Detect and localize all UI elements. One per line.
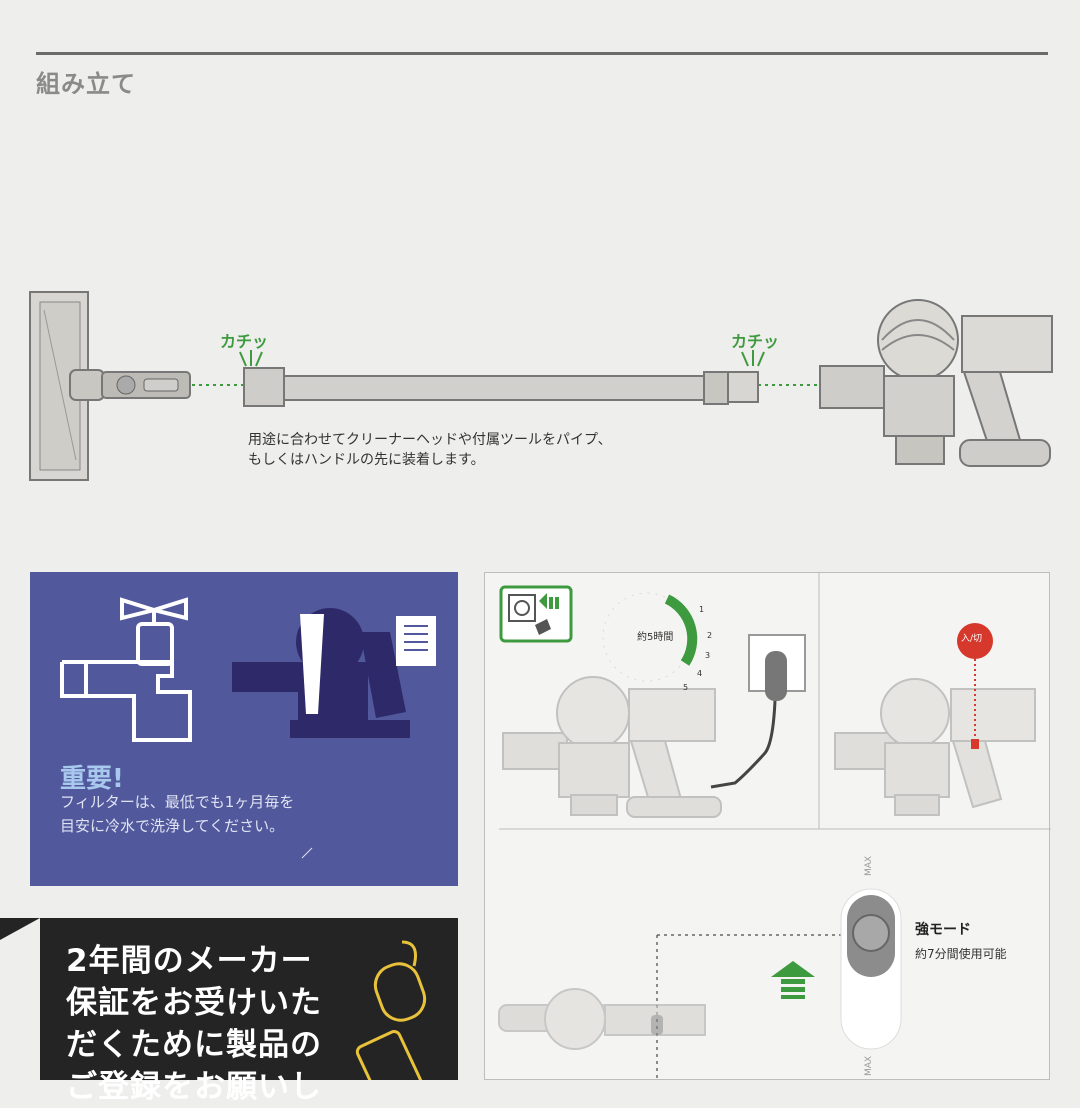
charging-panel: 約5時間 1 2 3 4 5 入/切 MAX MAX 強モード 約7分間使用可能 <box>484 572 1051 1081</box>
top-rule <box>36 52 1048 55</box>
cleaner-head-illustration <box>29 291 191 481</box>
extension-pipe-illustration <box>243 367 759 407</box>
important-line-2: 目安に冷水で洗浄してください。 <box>60 817 285 835</box>
warranty-panel: 2年間のメーカー 保証をお受けいた だくために製品の ご登録をお願いし <box>0 918 458 1105</box>
clock-number-5: 5 <box>683 683 689 692</box>
registration-illustration <box>0 918 427 1080</box>
assembly-illustration <box>29 291 1053 481</box>
switch-label: 入/切 <box>961 634 983 644</box>
mode-switch-icon <box>840 888 902 1050</box>
phone-icon <box>355 1030 427 1080</box>
mode-title: 強モード <box>915 922 971 938</box>
handheld-silhouette-icon <box>232 608 436 738</box>
assembly-caption-line-2: もしくはハンドルの先に装着します。 <box>248 452 485 468</box>
section-title: 組み立て <box>36 70 136 98</box>
max-label-bottom: MAX <box>864 1055 875 1077</box>
charge-hours-label: 約5時間 <box>637 632 674 643</box>
filter-wash-illustration <box>60 597 436 859</box>
clock-number-2: 2 <box>707 631 713 640</box>
mouse-icon <box>373 940 427 1022</box>
charging-illustration <box>498 573 1051 1081</box>
wall-plug-icon <box>499 585 573 643</box>
important-text: フィルターは、最低でも1ヶ月毎を 目安に冷水で洗浄してください。 <box>60 790 294 838</box>
outlet-icon <box>710 634 806 789</box>
click-label-right: カチッ <box>731 332 780 351</box>
clock-number-3: 3 <box>705 651 711 660</box>
faucet-icon <box>60 597 192 742</box>
clock-number-1: 1 <box>699 605 705 614</box>
max-label-top: MAX <box>864 855 875 877</box>
click-label-left: カチッ <box>220 332 269 351</box>
handheld-bottom-illustration <box>498 988 706 1050</box>
clock-number-4: 4 <box>697 669 703 678</box>
arrow-up-icon <box>771 961 815 999</box>
warranty-text: 2年間のメーカー 保証をお受けいた だくために製品の ご登録をお願いし <box>66 940 322 1108</box>
handheld-unit-illustration <box>819 299 1053 467</box>
warranty-line-4: ご登録をお願いし <box>66 1069 322 1105</box>
mode-subtitle: 約7分間使用可能 <box>915 947 1007 961</box>
warranty-line-3: だくために製品の <box>66 1027 322 1063</box>
charging-handheld-illustration <box>502 676 722 818</box>
assembly-caption: 用途に合わせてクリーナーヘッドや付属ツールをパイプ、 もしくはハンドルの先に装着… <box>248 430 612 470</box>
warranty-line-2: 保証をお受けいた <box>66 985 322 1021</box>
important-notice-panel: 重要! フィルターは、最低でも1ヶ月毎を 目安に冷水で洗浄してください。 <box>30 572 458 886</box>
warranty-line-1: 2年間のメーカー <box>66 943 313 979</box>
important-title: 重要! <box>60 764 124 794</box>
switch-handheld-illustration <box>834 678 1036 816</box>
important-line-1: フィルターは、最低でも1ヶ月毎を <box>60 793 295 811</box>
power-switch-badge-icon <box>957 623 993 659</box>
charge-time-dial <box>602 592 698 682</box>
assembly-caption-line-1: 用途に合わせてクリーナーヘッドや付属ツールをパイプ、 <box>248 432 612 448</box>
assembly-diagram: カチッ カチッ 用途に合わせてクリーナーヘッドや付属ツールをパイプ、 もしくはハ… <box>0 280 1080 510</box>
